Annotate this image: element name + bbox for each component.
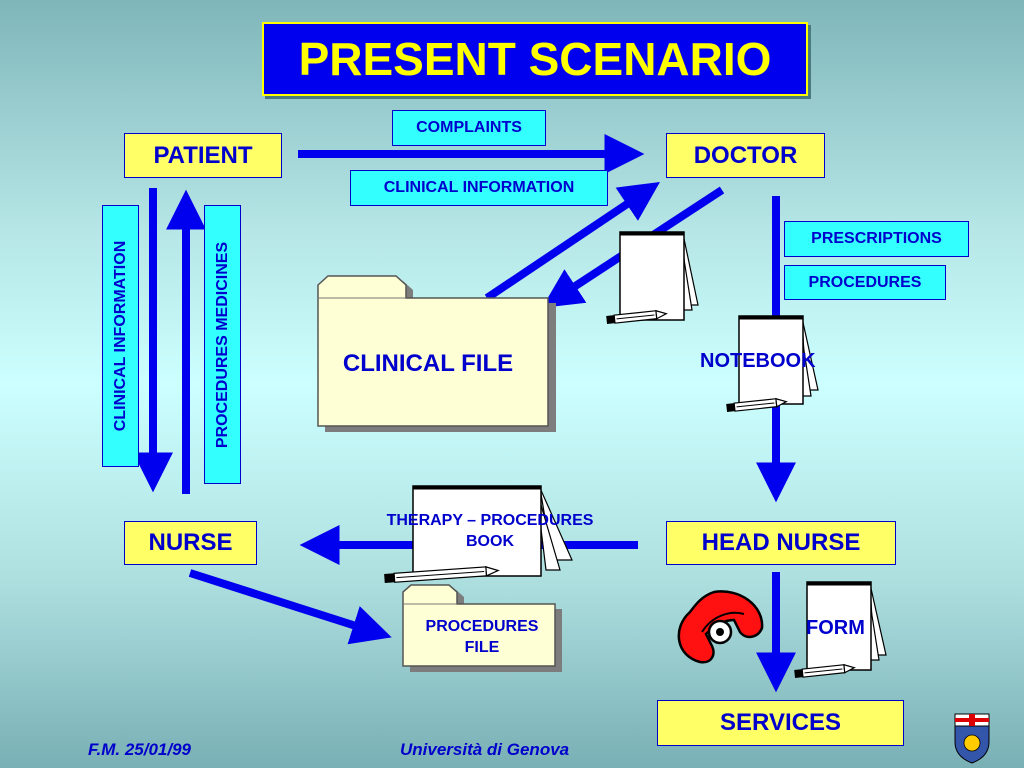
therapy-book-label: THERAPY – PROCEDURES BOOK [350,510,630,552]
pencil-icon [606,309,668,324]
document-icon [619,231,699,321]
procedures-file-folder-icon [402,584,562,672]
page-title: PRESENT SCENARIO [262,22,808,96]
procedures-label: PROCEDURES [784,265,946,300]
clinical-file-label: CLINICAL FILE [342,350,514,377]
therapy-book-icon [412,485,573,577]
form-label: FORM [806,617,865,639]
arrow-nurse-to-proceduresfile [188,569,392,645]
therapy-book-label-line1: THERAPY – PROCEDURES [386,512,594,529]
procedures-file-label: PROCEDURES FILE [403,616,561,658]
patient-node: PATIENT [124,133,282,178]
therapy-book-label-line2: BOOK [466,533,514,550]
footer-author-date: F.M. 25/01/99 [88,740,192,759]
notebook-label: NOTEBOOK [700,350,816,372]
doctor-node: DOCTOR [666,133,825,178]
notebook-icon [738,315,819,405]
procedures-file-label-line1: PROCEDURES [425,618,539,635]
procedures-medicines-vertical-label: PROCEDURES MEDICINES [204,205,241,484]
clinical-information-vertical-text: CLINICAL INFORMATION [111,240,129,432]
nurse-node: NURSE [124,521,257,565]
head-nurse-node: HEAD NURSE [666,521,896,565]
pencil-icon [726,397,788,412]
clinical-information-label: CLINICAL INFORMATION [350,170,608,206]
complaints-label: COMPLAINTS [392,110,546,146]
clinical-information-vertical-label: CLINICAL INFORMATION [102,205,139,467]
pencil-icon [384,566,500,583]
procedures-file-label-line2: FILE [464,639,500,656]
procedures-medicines-vertical-text: PROCEDURES MEDICINES [213,241,231,448]
arrow-clinicalfile-to-doctor [484,181,660,302]
services-node: SERVICES [657,700,904,746]
clinical-file-folder-icon [317,275,556,432]
form-icon [806,581,887,671]
prescriptions-label: PRESCRIPTIONS [784,221,969,257]
pencil-icon [794,663,856,678]
telephone-icon [677,590,764,664]
footer-university: Università di Genova [400,740,570,759]
university-logo-icon [954,713,990,764]
